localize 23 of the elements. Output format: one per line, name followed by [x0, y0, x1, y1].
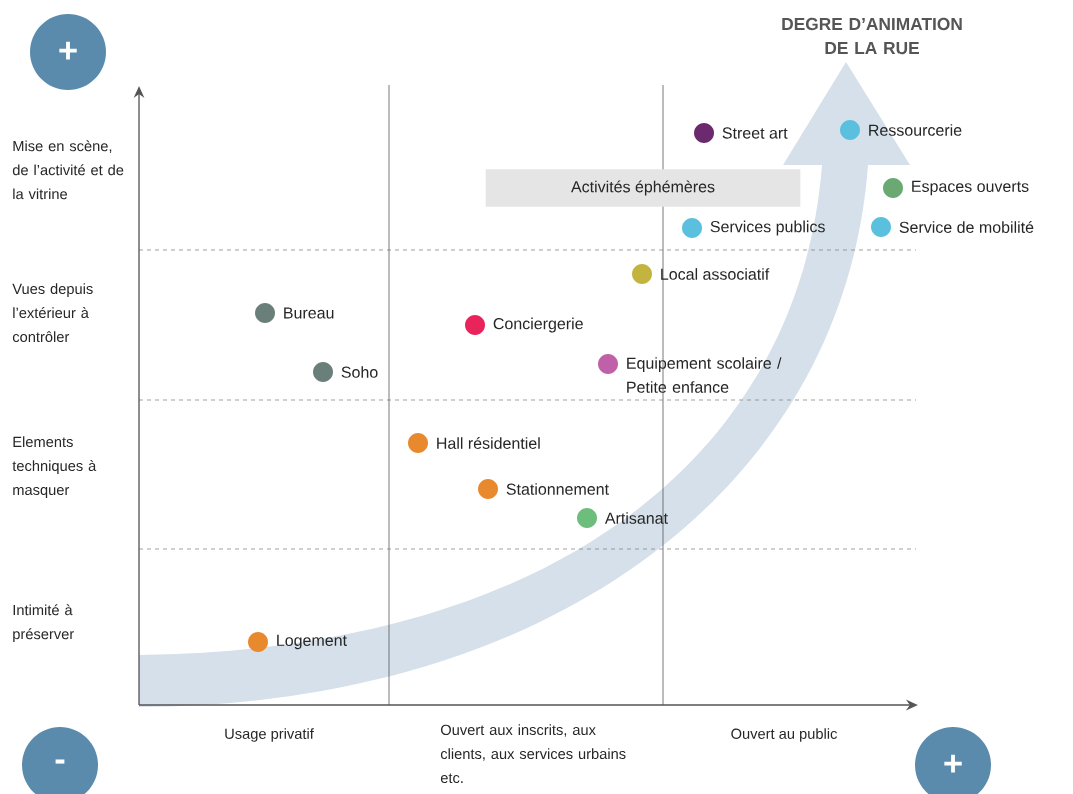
axis-category-label: Intimité à préserver: [13, 604, 74, 643]
point-label: Logement: [277, 634, 347, 650]
axis-category-label: Ouvert au public: [731, 728, 837, 742]
axis-category-label: Usage privatif: [225, 728, 314, 742]
point-label: Equipement scolaire / Petite enfance: [627, 357, 782, 393]
point-label: Street art: [722, 127, 788, 139]
point-label: Stationnement: [506, 483, 609, 495]
point-label: Hall résidentiel: [437, 437, 540, 449]
point-label: Bureau: [284, 307, 334, 319]
point-label: Services publics: [710, 220, 825, 236]
point-label: Ressourcerie: [869, 124, 962, 136]
title: DEGRE D’ANIMATION DE LA RUE: [782, 17, 962, 55]
point-label: Local associatif: [661, 268, 770, 280]
point-label: Espaces ouverts: [912, 180, 1029, 196]
axis-category-label: Vues depuis l’extérieur à contrôler: [12, 283, 93, 343]
point-label: Artisanat: [604, 512, 668, 524]
axis-category-label: Mise en scène, de l’activité et de la vitrine: [12, 140, 124, 200]
axis-category-label: Elements techniques à masquer: [12, 436, 97, 498]
point-label: Service de mobilité: [899, 221, 1034, 233]
category-band: Activités éphémères: [485, 169, 801, 207]
axis-category-label: Ouvert aux inscrits, aux clients, aux services urbains etc.: [440, 724, 626, 784]
point-label: Soho: [341, 366, 378, 378]
point-label: Conciergerie: [493, 317, 583, 333]
